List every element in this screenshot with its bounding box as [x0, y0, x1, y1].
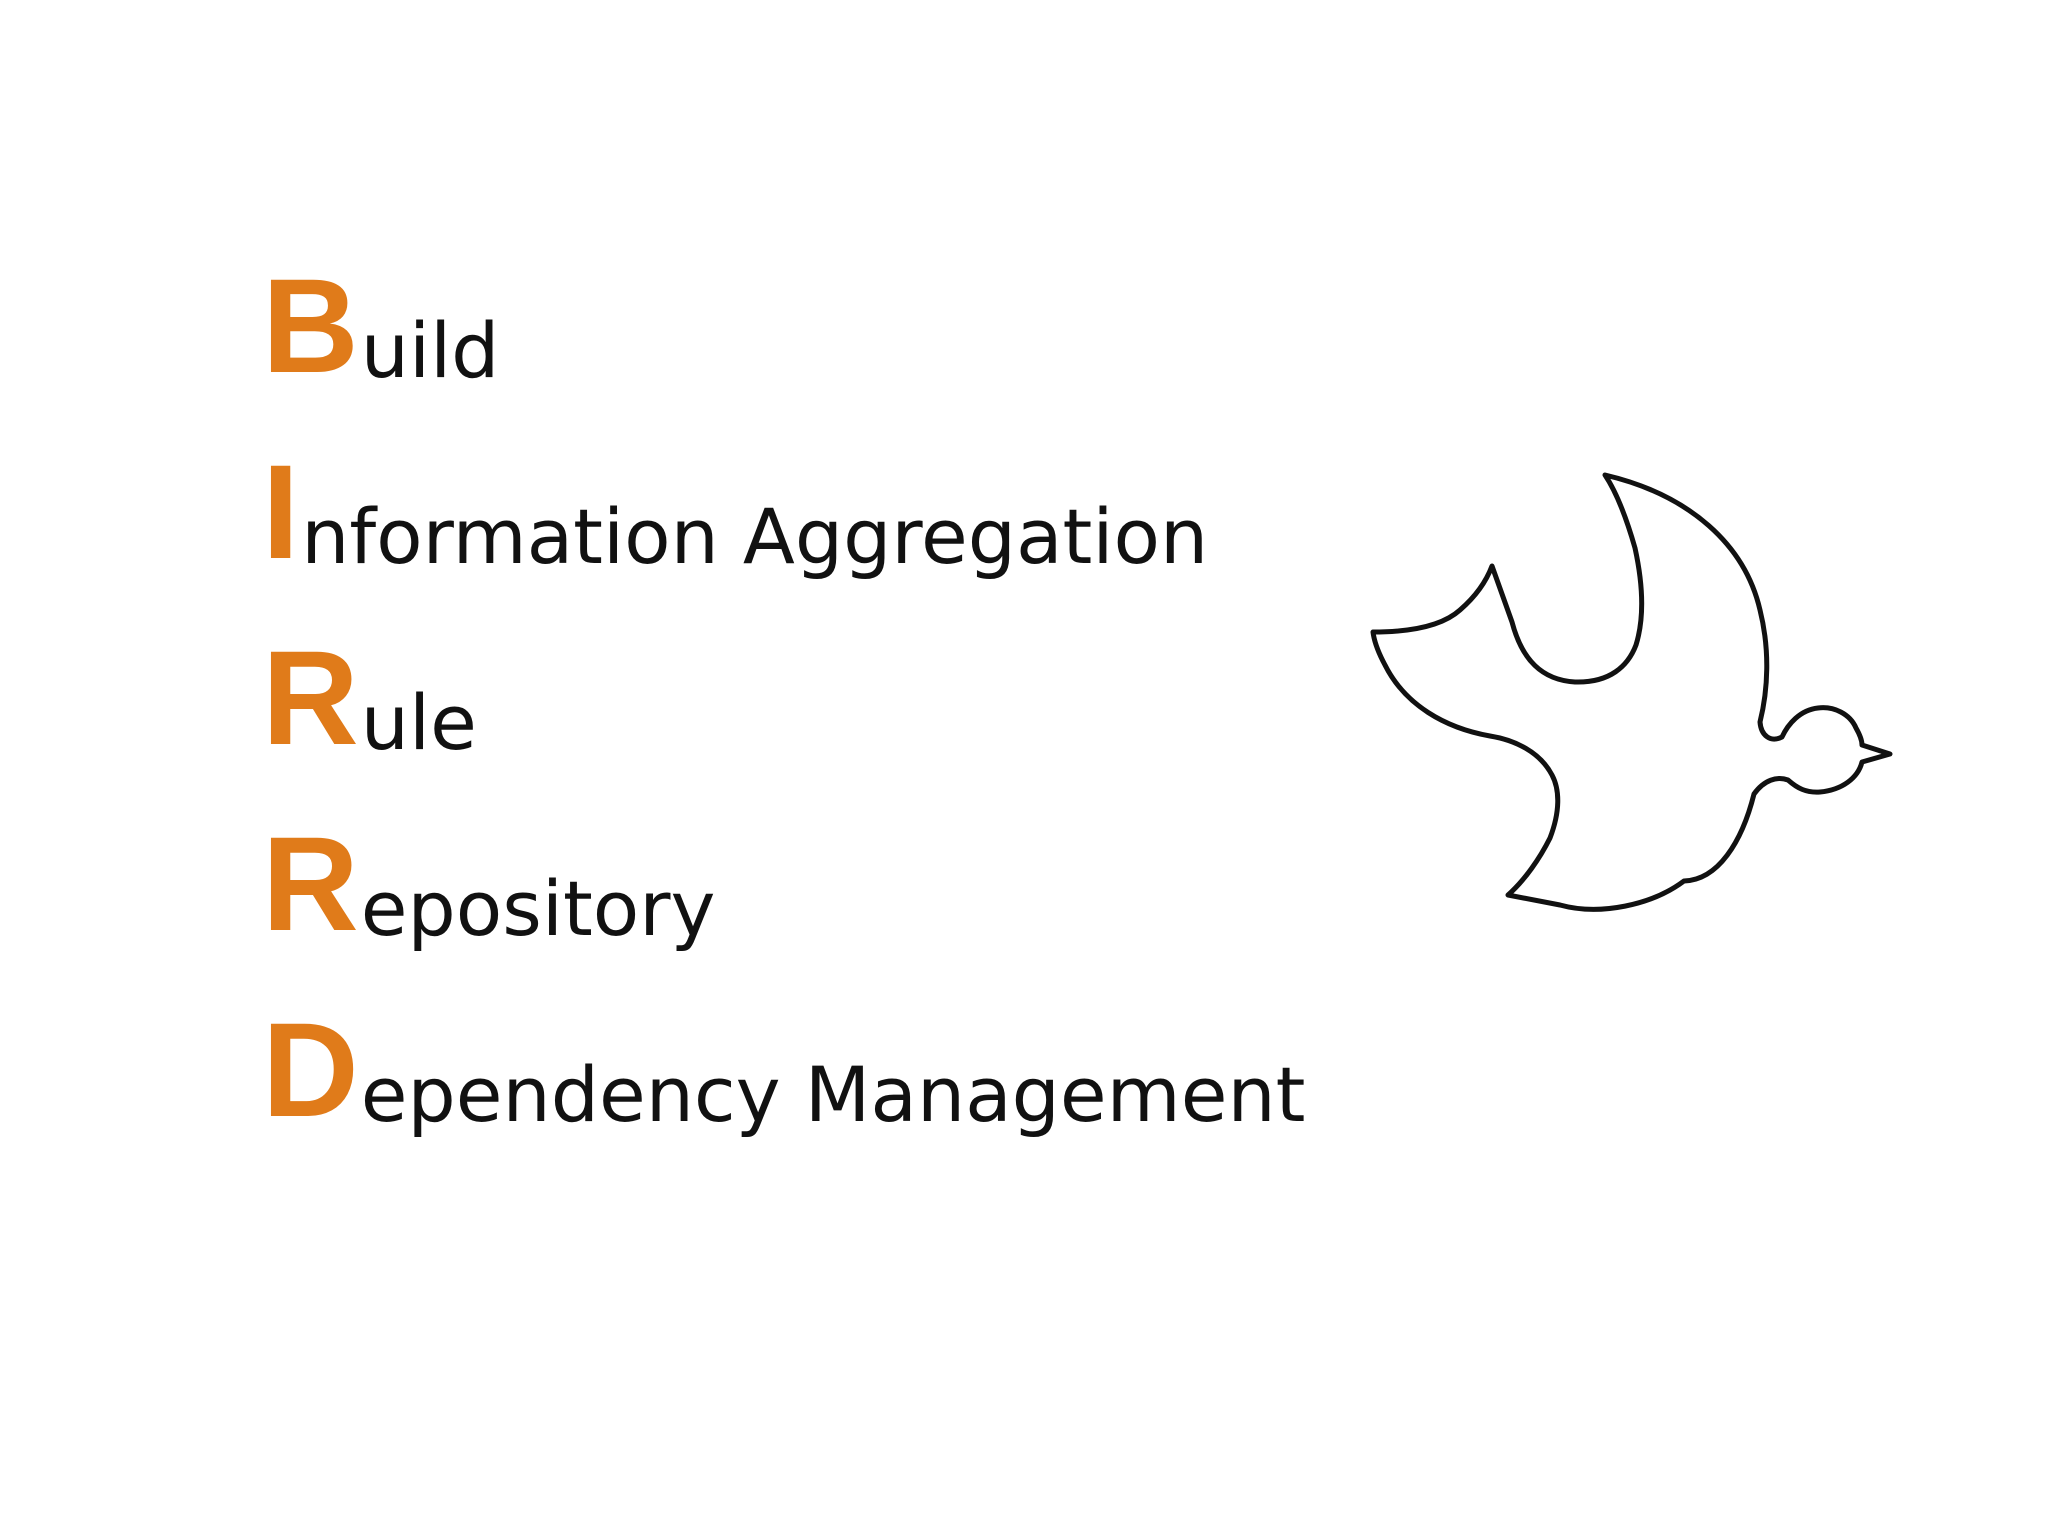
- bird-outline-icon: [1370, 472, 1893, 912]
- acronym-word: ule: [360, 677, 477, 767]
- acronym-initial: R: [262, 810, 359, 960]
- acronym-line-dependency-management: D ependency Management: [262, 984, 1306, 1146]
- acronym-word: nformation Aggregation: [301, 491, 1209, 581]
- acronym-line-repository: R epository: [262, 798, 716, 960]
- acronym-word: epository: [360, 863, 716, 953]
- acronym-line-build: B uild: [262, 240, 500, 402]
- acronym-line-rule: R ule: [262, 612, 477, 774]
- acronym-initial: R: [262, 624, 359, 774]
- acronym-initial: D: [262, 996, 359, 1146]
- acronym-line-information-aggregation: I nformation Aggregation: [262, 426, 1209, 588]
- acronym-word: uild: [360, 305, 500, 395]
- acronym-word: ependency Management: [360, 1049, 1306, 1139]
- acronym-list: B uild I nformation Aggregation R ule R …: [262, 0, 1362, 1536]
- acronym-initial: B: [262, 252, 359, 402]
- acronym-initial: I: [262, 438, 300, 588]
